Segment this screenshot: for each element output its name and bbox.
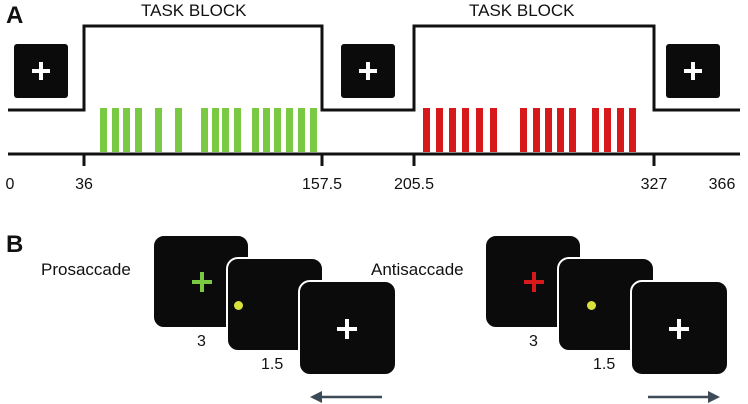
yellow-target-dot	[587, 301, 596, 310]
panel-b-letter: B	[6, 231, 24, 258]
left-arrow-head	[310, 391, 322, 403]
prosaccade-event-bar	[155, 108, 162, 152]
prosaccade-response-screen	[298, 280, 397, 376]
prosaccade-event-bar	[286, 108, 293, 152]
antisaccade-event-bar	[476, 108, 483, 152]
prosaccade-event-bar	[252, 108, 259, 152]
prosaccade-event-bar	[212, 108, 219, 152]
right-arrow-head	[708, 391, 720, 403]
white-plus-icon	[359, 62, 377, 80]
white-plus-icon	[684, 62, 702, 80]
prosaccade-event-bar	[100, 108, 107, 152]
prosaccade-event-bar	[234, 108, 241, 152]
antisaccade-event-bar	[545, 108, 552, 152]
fixation-screen-2	[341, 44, 395, 98]
red-plus-icon	[524, 272, 544, 292]
white-plus-icon	[669, 319, 689, 339]
fixation-screen-3	[666, 44, 720, 98]
prosaccade-label: Prosaccade	[41, 260, 131, 279]
prosaccade-event-bar	[112, 108, 119, 152]
antisaccade-event-bar	[462, 108, 469, 152]
prosaccade-event-bar	[263, 108, 270, 152]
task-block-label-2: TASK BLOCK	[469, 1, 575, 20]
antisaccade-event-bar	[569, 108, 576, 152]
prosaccade-event-bar	[201, 108, 208, 152]
task-block-label-1: TASK BLOCK	[141, 1, 247, 20]
tick-label-366: 366	[708, 176, 736, 193]
antisaccade-event-bar	[533, 108, 540, 152]
direction-arrows	[310, 391, 720, 403]
antisaccade-event-bar	[436, 108, 443, 152]
antisaccade-target-duration: 1.5	[593, 356, 616, 373]
fixation-screen-1	[14, 44, 68, 98]
prosaccade-event-bar	[123, 108, 130, 152]
prosaccade-cue-duration: 3	[197, 333, 206, 350]
antisaccade-event-bar	[490, 108, 497, 152]
antisaccade-response-screen	[630, 280, 729, 376]
prosaccade-event-bar	[175, 108, 182, 152]
event-bars	[100, 108, 636, 152]
tick-label-36: 36	[75, 176, 93, 193]
antisaccade-label: Antisaccade	[371, 260, 464, 279]
antisaccade-event-bar	[604, 108, 611, 152]
prosaccade-event-bar	[298, 108, 305, 152]
antisaccade-event-bar	[592, 108, 599, 152]
white-plus-icon	[337, 319, 357, 339]
white-plus-icon	[32, 62, 50, 80]
green-plus-icon	[192, 272, 212, 292]
tick-label-157-5: 157.5	[301, 176, 343, 193]
antisaccade-event-bar	[520, 108, 527, 152]
panel-a-letter: A	[6, 2, 24, 29]
timeline-ticks	[82, 154, 656, 166]
prosaccade-target-duration: 1.5	[261, 356, 284, 373]
block-design-waveform	[8, 24, 740, 112]
prosaccade-event-bar	[274, 108, 281, 152]
antisaccade-event-bar	[449, 108, 456, 152]
prosaccade-event-bar	[135, 108, 142, 152]
yellow-target-dot	[234, 301, 243, 310]
tick-label-0: 0	[5, 176, 15, 193]
antisaccade-event-bar	[423, 108, 430, 152]
antisaccade-event-bar	[557, 108, 564, 152]
antisaccade-event-bar	[617, 108, 624, 152]
antisaccade-cue-duration: 3	[529, 333, 538, 350]
prosaccade-event-bar	[222, 108, 229, 152]
tick-label-205-5: 205.5	[393, 176, 435, 193]
tick-label-327: 327	[640, 176, 668, 193]
antisaccade-event-bar	[629, 108, 636, 152]
prosaccade-event-bar	[310, 108, 317, 152]
